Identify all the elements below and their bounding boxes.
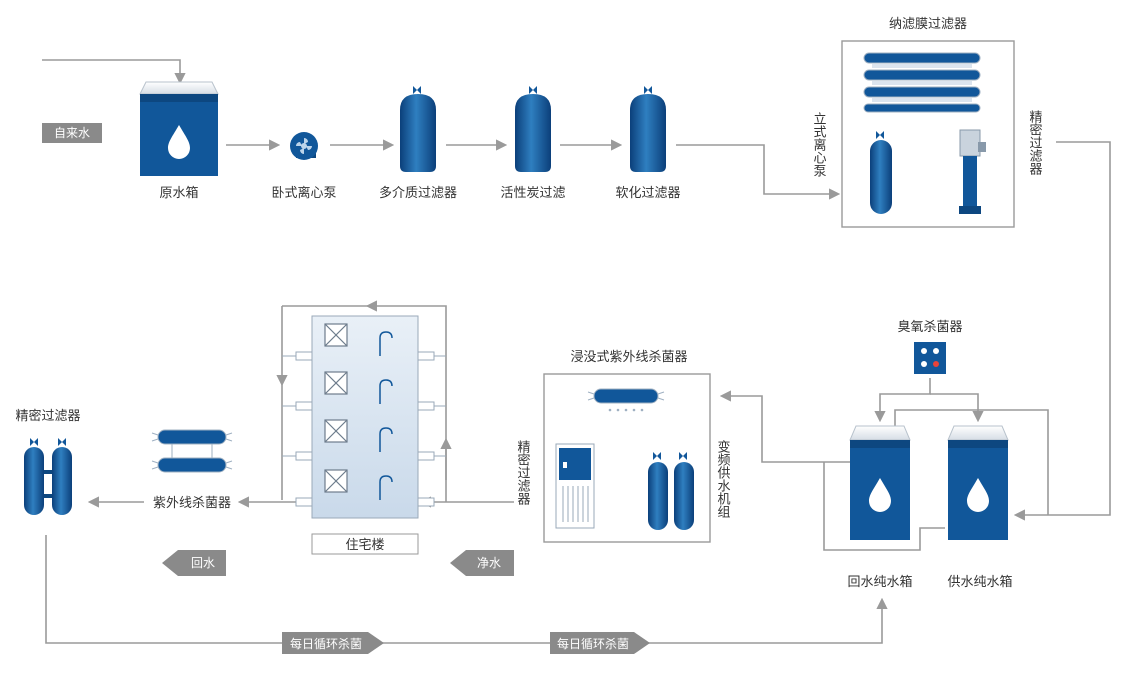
return-tank-label: 回水纯水箱	[847, 574, 912, 590]
carbon-filter-label: 活性炭过滤	[500, 186, 565, 201]
daily-cycle-arrow-1: 每日循环杀菌	[282, 632, 384, 654]
precision-filter-left-label: 精密过滤器	[15, 408, 80, 424]
immersion-uv-box	[543, 373, 711, 543]
horizontal-pump	[290, 132, 318, 160]
water-drop-icon	[869, 478, 891, 512]
immersion-uv-label: 浸没式紫外线杀菌器	[570, 350, 687, 365]
pipes	[42, 59, 1111, 644]
raw-tank-label: 原水箱	[159, 185, 198, 201]
fan-icon	[296, 138, 312, 154]
ozone-sterilizer	[914, 342, 946, 374]
return-water-tank	[849, 425, 911, 540]
water-drop-icon	[168, 125, 190, 159]
softener-label: 软化过滤器	[615, 186, 680, 201]
uv-sterilizer	[151, 429, 233, 473]
membrane-tubes	[863, 52, 981, 113]
svg-text:回水: 回水	[191, 556, 215, 570]
daily-cycle-arrow-2: 每日循环杀菌	[550, 632, 650, 654]
building-label-box	[311, 533, 419, 555]
svg-text:每日循环杀菌: 每日循环杀菌	[290, 636, 362, 651]
uv-lamp	[587, 388, 665, 412]
svg-text:净水: 净水	[477, 556, 501, 570]
supply-tank-label: 供水纯水箱	[947, 574, 1012, 590]
precision-filter-right-label: 精密过滤器	[1027, 110, 1043, 176]
precision-filter-left	[24, 438, 72, 515]
residential-building	[282, 315, 446, 519]
tap-water-tag: 自来水	[42, 123, 102, 143]
vfd-pump-label: 变频供水机组	[715, 439, 731, 518]
uv-sterilizer-label: 紫外线杀菌器	[153, 496, 231, 511]
carbon-filter	[515, 86, 551, 172]
vertical-pump-label: 立式离心泵	[811, 112, 827, 177]
multimedia-filter-label: 多介质过滤器	[379, 185, 457, 201]
nano-filter-box	[841, 40, 1015, 228]
raw-water-tank	[139, 81, 219, 176]
multimedia-filter	[400, 86, 436, 172]
horizontal-pump-label: 卧式离心泵	[271, 185, 336, 201]
softener-filter	[630, 86, 666, 172]
svg-text:自来水: 自来水	[54, 126, 90, 140]
control-cabinet	[555, 443, 595, 529]
vertical-pump	[959, 129, 986, 214]
building-label: 住宅楼	[345, 538, 384, 553]
water-drop-icon	[967, 478, 989, 512]
clean-water-arrow: 净水	[450, 550, 514, 576]
ozone-sterilizer-label: 臭氧杀菌器	[897, 320, 962, 335]
return-water-arrow: 回水	[162, 550, 226, 576]
cartridge-filter	[870, 131, 892, 214]
svg-text:每日循环杀菌: 每日循环杀菌	[557, 636, 629, 651]
precision-filter-mid-label: 精密过滤器	[515, 440, 531, 506]
twin-pressure-vessels	[648, 452, 694, 530]
supply-water-tank	[947, 425, 1009, 540]
nano-filter-label: 纳滤膜过滤器	[889, 17, 967, 32]
